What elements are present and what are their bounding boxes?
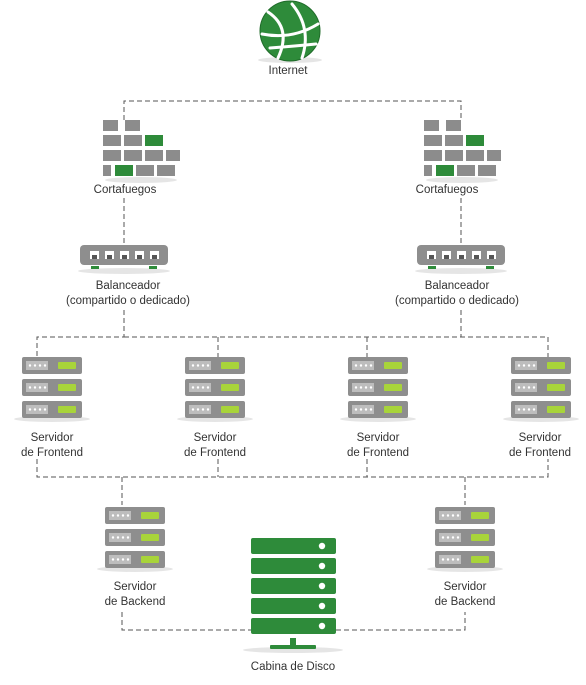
- backend-right-label: Servidor de Backend: [434, 581, 496, 608]
- frontend-1-label: Servidor de Frontend: [20, 432, 83, 459]
- balancer-right-label: Balanceador (compartido o dedicado): [394, 280, 519, 307]
- rack-server-icon: [177, 357, 253, 422]
- rack-server-icon: [97, 507, 173, 572]
- backend-left-label: Servidor de Backend: [104, 581, 166, 608]
- firewall-right-label: Cortafuegos: [415, 184, 479, 196]
- brick-wall-icon: [103, 120, 180, 183]
- brick-wall-icon: [424, 120, 501, 183]
- storage-label: Cabina de Disco: [250, 661, 336, 673]
- firewall-left-label: Cortafuegos: [93, 184, 157, 196]
- frontend-4-label: Servidor de Frontend: [508, 432, 571, 459]
- network-switch-icon: [78, 245, 170, 274]
- balancer-left-label: Balanceador (compartido o dedicado): [65, 280, 190, 307]
- frontend-2-label: Servidor de Frontend: [183, 432, 246, 459]
- frontend-3-label: Servidor de Frontend: [346, 432, 409, 459]
- network-switch-icon: [415, 245, 507, 274]
- rack-server-icon: [14, 357, 90, 422]
- internet-label: Internet: [268, 65, 308, 77]
- connector-lines: [36, 100, 549, 631]
- rack-server-icon: [427, 507, 503, 572]
- rack-server-icon: [503, 357, 579, 422]
- rack-server-icon: [340, 357, 416, 422]
- disk-cabinet-icon: [243, 538, 343, 653]
- globe-icon: [258, 0, 322, 63]
